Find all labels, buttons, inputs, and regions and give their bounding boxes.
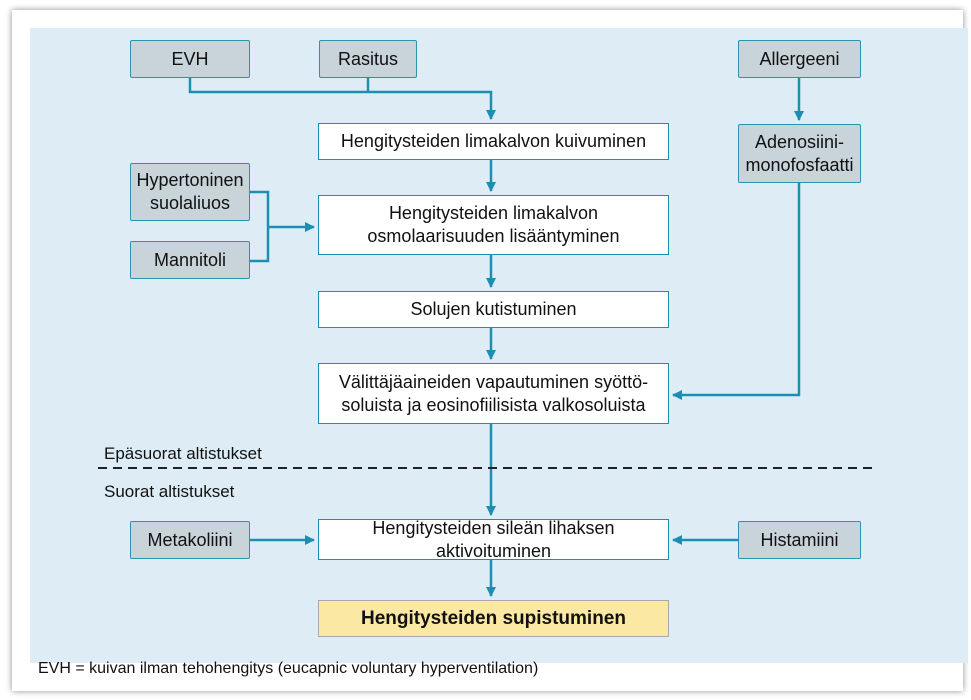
node-osmolaarisuus: Hengitysteiden limakalvon osmolaarisuude… <box>318 195 669 255</box>
label-direct: Suorat altistukset <box>104 482 235 501</box>
footnote: EVH = kuivan ilman tehohengitys (eucapni… <box>38 660 539 677</box>
node-hypertoninen: Hypertoninen suolaliuos <box>130 163 250 221</box>
node-valittajaaineet: Välittäjäaineiden vapautuminen syöttö- s… <box>318 363 669 424</box>
node-rasitus: Rasitus <box>319 40 417 78</box>
figure-frame <box>12 10 968 691</box>
node-supistuminen: Hengitysteiden supistuminen <box>318 600 669 637</box>
node-aktivoituminen: Hengitysteiden sileän lihaksen aktivoitu… <box>318 518 669 561</box>
node-metakoliini: Metakoliini <box>130 521 250 559</box>
node-kutistuminen: Solujen kutistuminen <box>318 291 669 328</box>
node-allergeeni: Allergeeni <box>738 40 861 78</box>
node-kuivuminen: Hengitysteiden limakalvon kuivuminen <box>318 123 669 160</box>
node-histamiini: Histamiini <box>738 521 861 559</box>
node-mannitoli: Mannitoli <box>130 241 250 279</box>
node-evh: EVH <box>130 40 250 78</box>
node-adenosiini: Adenosiini- monofosfaatti <box>738 124 861 183</box>
label-indirect: Epäsuorat altistukset <box>104 444 262 463</box>
